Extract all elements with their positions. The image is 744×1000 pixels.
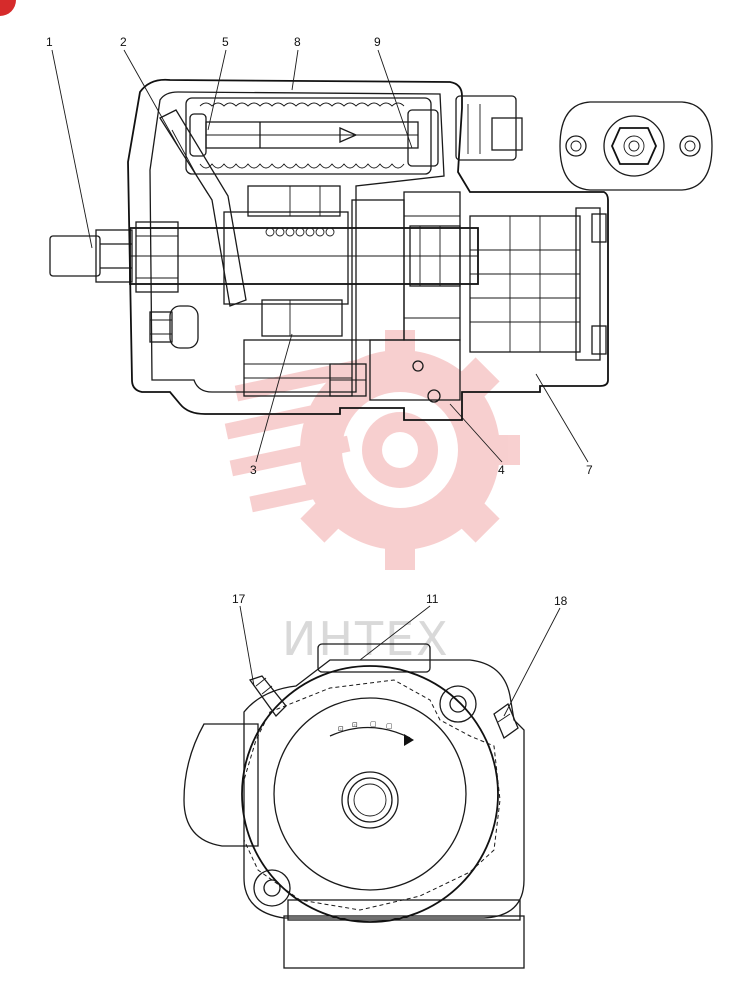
callout-5: 5 [222,35,229,49]
callout-18: 18 [554,594,568,608]
flange-end-view [559,101,713,191]
svg-text:⊡: ⊡ [352,721,358,729]
pump-front-view: ⊡ ⊡ ▢ ▢ [183,643,525,969]
callout-2: 2 [120,35,127,49]
pump-section-view [49,78,609,421]
fitting-18 [493,702,519,740]
callout-1: 1 [46,35,53,49]
svg-text:▢: ▢ [386,722,393,730]
fitting-17 [248,675,287,717]
watermark-logo [224,330,520,570]
callout-3: 3 [250,463,257,477]
callout-7: 7 [586,463,593,477]
callout-11: 11 [426,592,439,606]
watermark-text: ИНТЕХ [282,612,450,666]
svg-text:▢: ▢ [370,720,377,728]
corner-badge [0,0,16,16]
callout-4: 4 [498,463,505,477]
svg-text:⊡: ⊡ [338,725,344,733]
callout-9: 9 [374,35,381,49]
leader-lines [51,49,589,717]
callout-8: 8 [294,35,301,49]
callout-17: 17 [232,592,246,606]
